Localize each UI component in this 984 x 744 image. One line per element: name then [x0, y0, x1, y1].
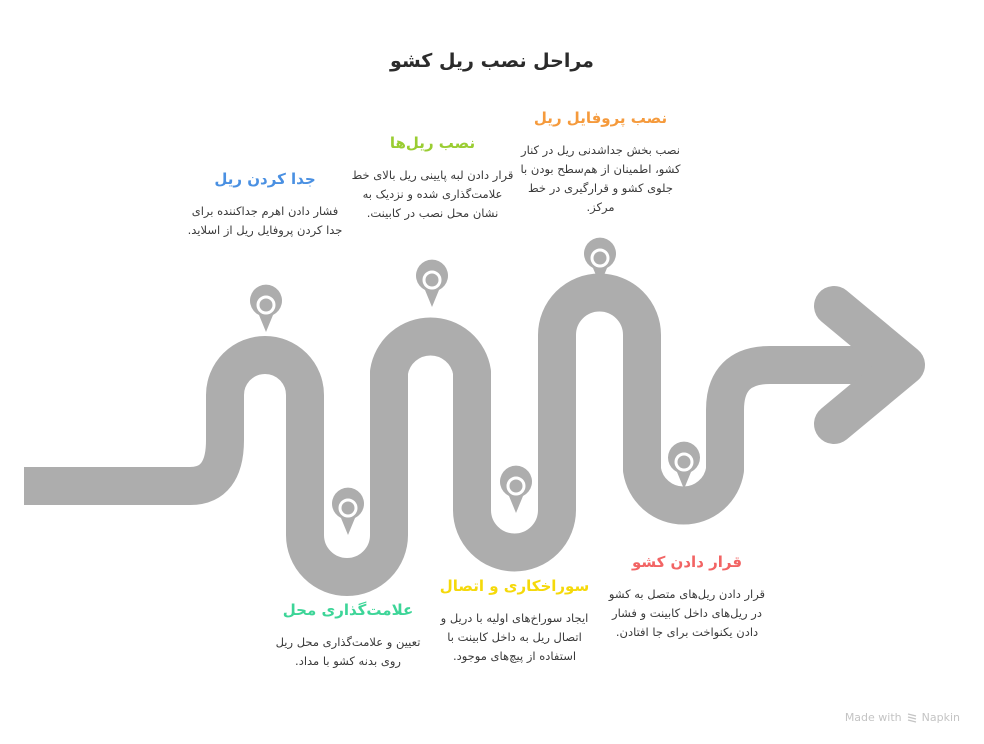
road-path: [24, 273, 895, 596]
map-pin-icon: [332, 487, 364, 535]
footer-label: Made with: [844, 711, 902, 724]
arrow-right-icon: [814, 286, 925, 444]
step-place-drawer: قرار دادن کشو قرار دادن ریل‌های متصل به …: [602, 553, 772, 642]
step-install-profile: نصب پروفایل ریل نصب بخش جداشدنی ریل در ک…: [518, 109, 683, 217]
step-description: تعیین و علامت‌گذاری محل ریل روی بدنه کشو…: [275, 635, 421, 668]
map-pin-icon: [416, 259, 448, 307]
map-pin-icon: [584, 237, 616, 285]
step-description: قرار دادن لبه پایینی ریل بالای خط علامت‌…: [351, 168, 514, 220]
napkin-logo-icon: [907, 712, 916, 723]
step-title: نصب ریل‌ها: [389, 134, 476, 152]
step-title: قرار دادن کشو: [631, 553, 743, 571]
step-drill-and-attach: سوراخکاری و اتصال ایجاد سوراخ‌های اولیه …: [432, 577, 597, 666]
step-title: سوراخکاری و اتصال: [439, 577, 590, 595]
step-detach-rail: جدا کردن ریل فشار دادن اهرم جداکننده برا…: [185, 170, 345, 240]
step-title: نصب پروفایل ریل: [533, 109, 668, 127]
step-title: جدا کردن ریل: [214, 170, 316, 188]
map-pin-icon: [500, 465, 532, 513]
step-install-rails: نصب ریل‌ها قرار دادن لبه پایینی ریل بالا…: [350, 134, 515, 223]
step-description: قرار دادن ریل‌های متصل به کشو در ریل‌های…: [608, 587, 766, 639]
step-description: نصب بخش جداشدنی ریل در کنار کشو، اطمینان…: [520, 143, 681, 214]
made-with-napkin-footer: Made with Napkin: [845, 711, 960, 724]
step-title: علامت‌گذاری محل: [282, 601, 414, 619]
page-title: مراحل نصب ریل کشو: [390, 50, 594, 72]
footer-brand: Napkin: [921, 711, 960, 724]
step-description: فشار دادن اهرم جداکننده برای جدا کردن پر…: [187, 204, 343, 237]
map-pin-icon: [668, 441, 700, 489]
step-mark-location: علامت‌گذاری محل تعیین و علامت‌گذاری محل …: [268, 601, 428, 671]
map-pin-icon: [250, 284, 282, 332]
step-description: ایجاد سوراخ‌های اولیه با دریل و اتصال ری…: [440, 611, 589, 663]
